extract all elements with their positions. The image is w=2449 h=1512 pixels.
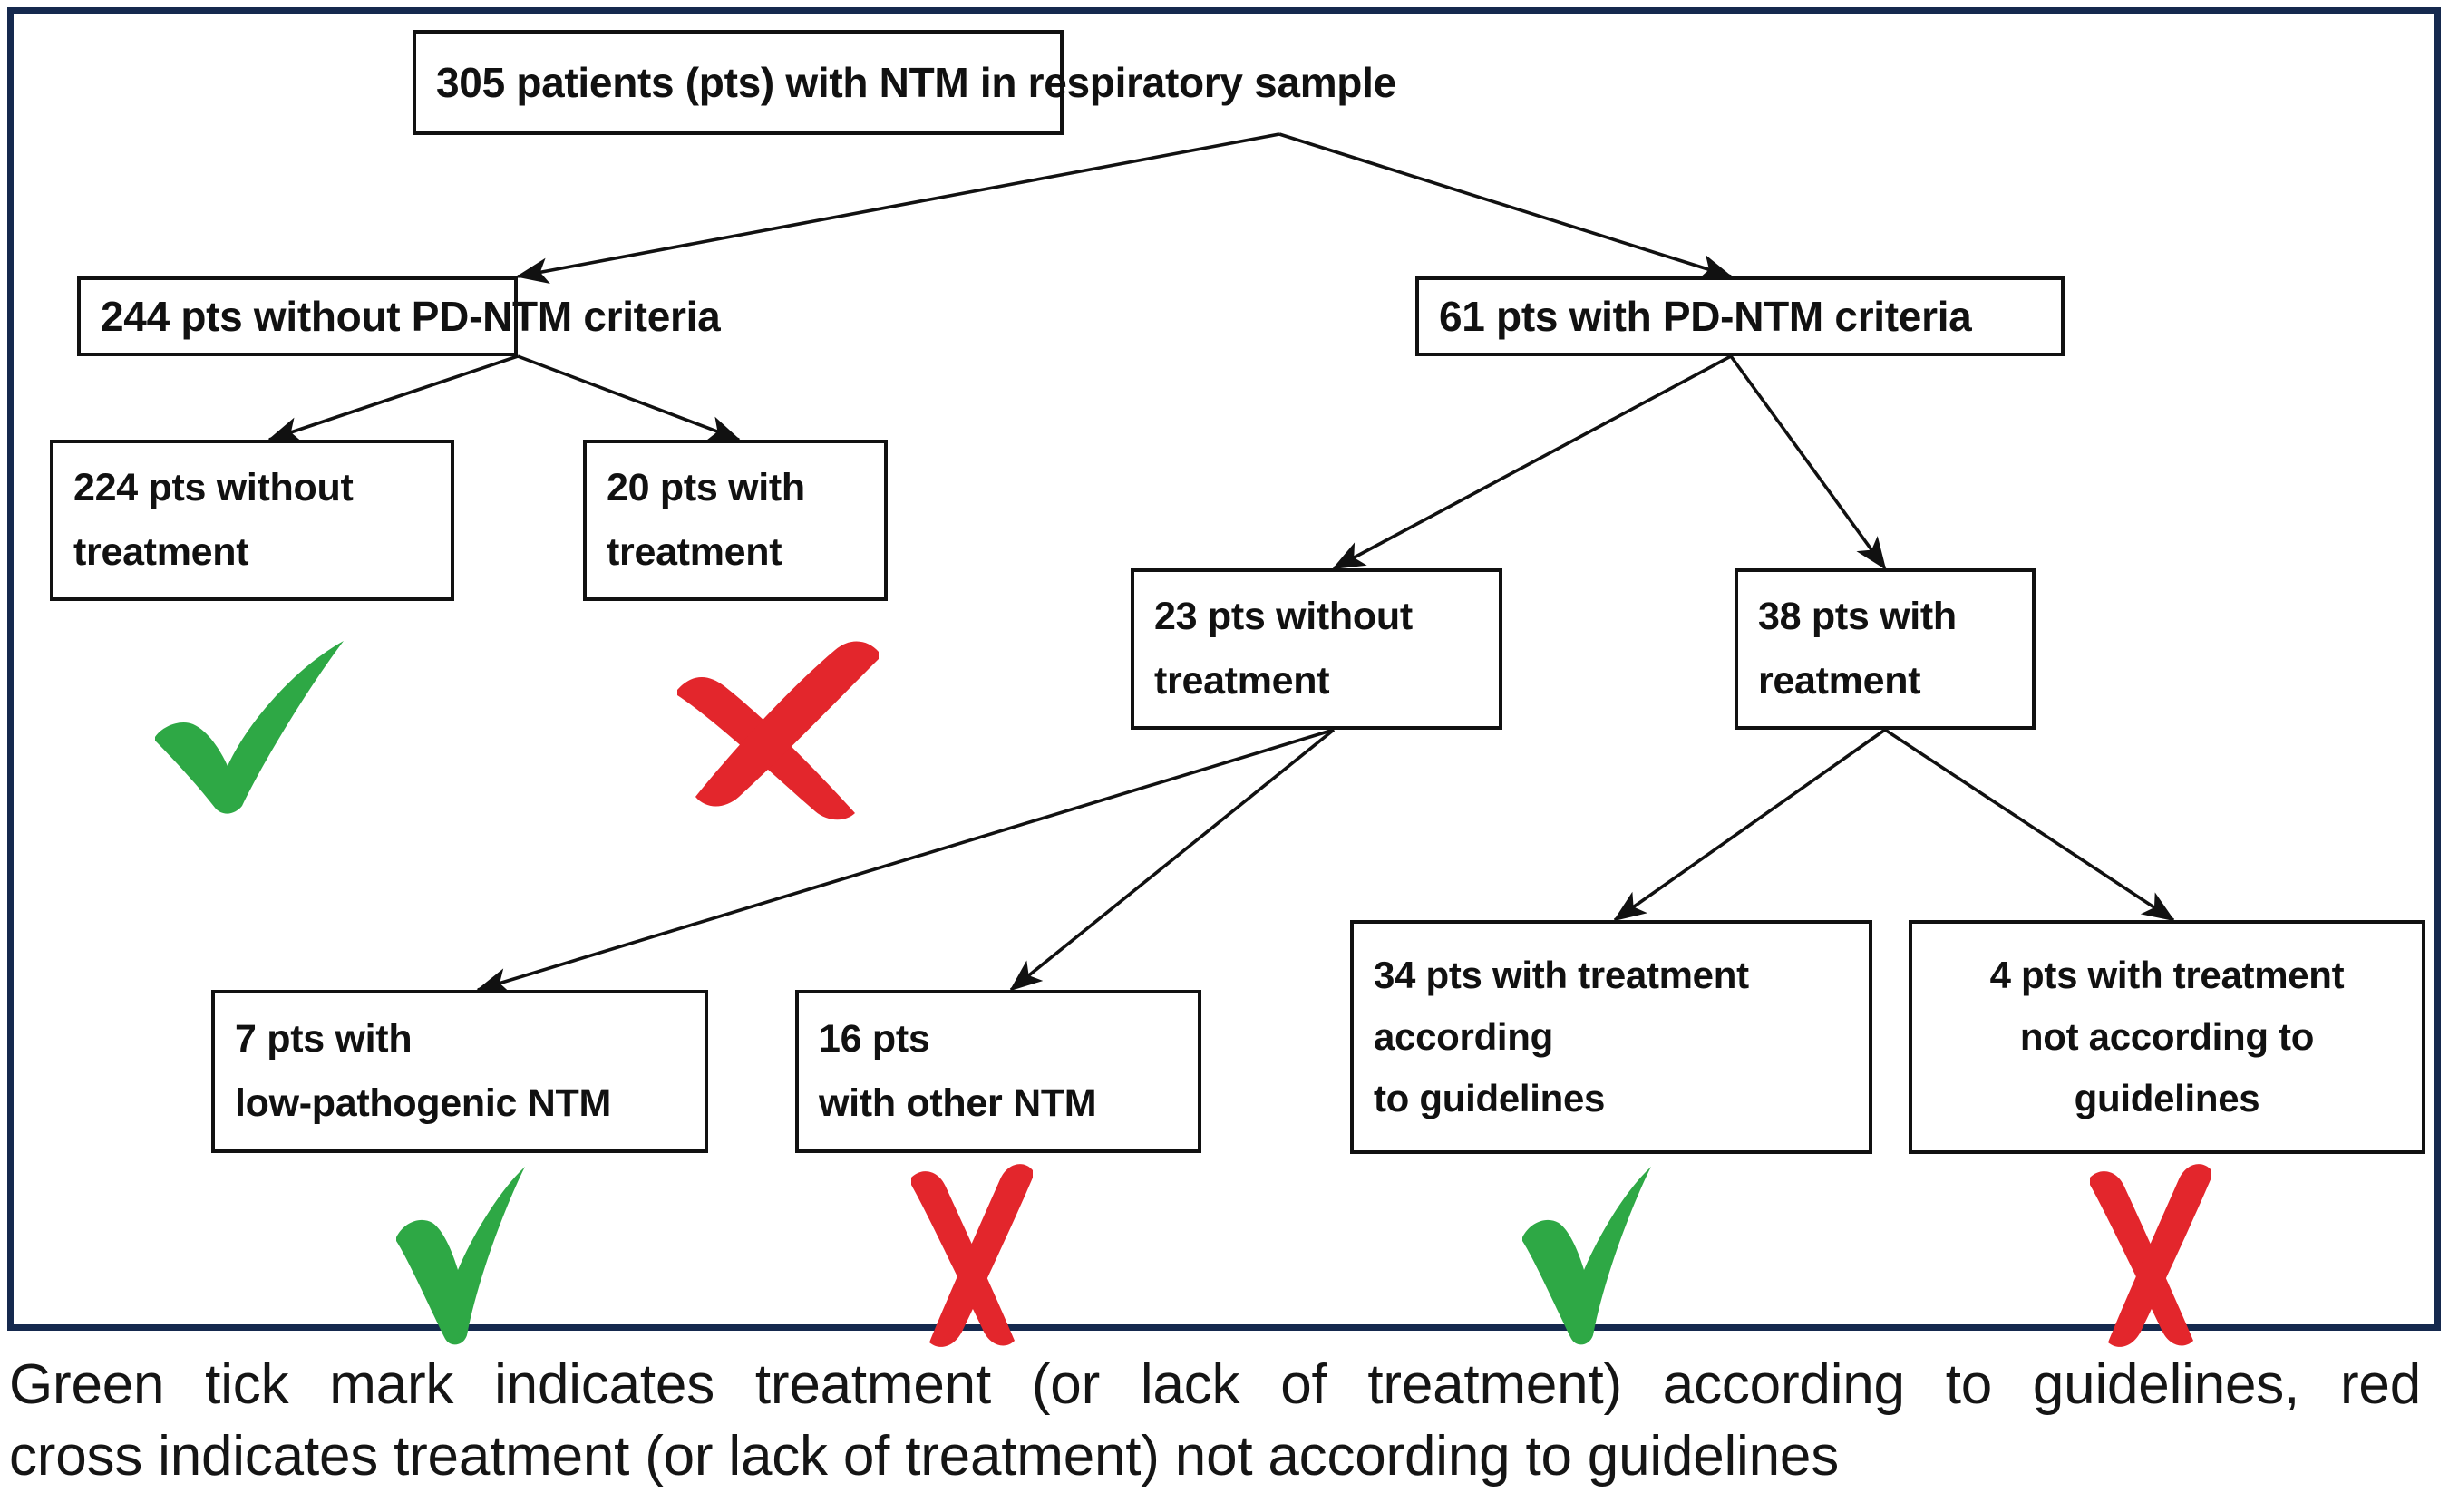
node-34-line-2: according	[1374, 1014, 1554, 1058]
figure-frame: 305 patients (pts) with NTM in respirato…	[7, 7, 2441, 1347]
node-with-pd-ntm-criteria[interactable]: 61 pts with PD-NTM criteria	[1415, 276, 2065, 356]
node-20-line-1: 20 pts with	[607, 466, 805, 510]
node-34-line-1: 34 pts with treatment	[1374, 953, 1749, 996]
node-4-line-3: guidelines	[2074, 1077, 2260, 1120]
node-38-line-2: reatment	[1758, 659, 1921, 703]
tick-icon-224-without-treatment	[141, 639, 367, 820]
node-20-line-2: treatment	[607, 530, 782, 574]
node-4-not-according-to-guidelines[interactable]: 4 pts with treatment not according to gu…	[1909, 920, 2425, 1154]
edge-38-to-34	[1613, 728, 1887, 922]
node-34-line-3: to guidelines	[1374, 1077, 1606, 1120]
node-root-line-1: 305 patients (pts) with NTM in respirato…	[436, 58, 1396, 106]
edge-61-to-23	[1332, 354, 1732, 570]
caption-line-1: Green tick mark indicates treatment (or …	[9, 1353, 2421, 1416]
node-16-line-1: 16 pts	[819, 1017, 930, 1061]
caption-line-2: cross indicates treatment (or lack of tr…	[9, 1425, 1839, 1488]
node-224-line-2: treatment	[73, 530, 249, 574]
figure-caption: Green tick mark indicates treatment (or …	[9, 1349, 2421, 1493]
node-root[interactable]: 305 patients (pts) with NTM in respirato…	[413, 30, 1396, 135]
node-4-line-1: 4 pts with treatment	[1989, 953, 2345, 996]
edge-61-to-38	[1729, 354, 1887, 570]
edge-root-to-61	[1278, 132, 1734, 280]
tick-icon-34-guidelines	[1510, 1163, 1673, 1352]
node-20-with-treatment[interactable]: 20 pts with treatment	[583, 440, 888, 601]
node-23-line-1: 23 pts without	[1154, 595, 1413, 639]
edge-root-to-244	[515, 132, 1280, 284]
node-7-line-2: low-pathogenic NTM	[235, 1081, 612, 1125]
cross-icon-16-other-ntm	[891, 1154, 1053, 1353]
node-16-other-ntm[interactable]: 16 pts with other NTM	[795, 990, 1201, 1153]
node-no-pd-ntm-criteria-line-1: 244 pts without PD-NTM criteria	[101, 292, 721, 340]
edge-23-to-16	[1009, 728, 1336, 992]
node-23-without-treatment[interactable]: 23 pts without treatment	[1131, 568, 1502, 730]
edge-38-to-4	[1884, 728, 2175, 922]
node-224-without-treatment[interactable]: 224 pts without treatment	[50, 440, 454, 601]
node-23-line-2: treatment	[1154, 659, 1330, 703]
node-34-according-to-guidelines[interactable]: 34 pts with treatment according to guide…	[1350, 920, 1872, 1154]
node-7-low-pathogenic-ntm[interactable]: 7 pts with low-pathogenic NTM	[211, 990, 708, 1153]
tick-icon-7-low-pathogenic	[384, 1163, 547, 1352]
node-7-line-1: 7 pts with	[235, 1017, 413, 1061]
node-38-line-1: 38 pts with	[1758, 595, 1957, 639]
node-no-pd-ntm-criteria[interactable]: 244 pts without PD-NTM criteria	[77, 276, 721, 356]
node-4-line-2: not according to	[2019, 1014, 2315, 1058]
node-224-line-1: 224 pts without	[73, 466, 354, 510]
node-16-line-2: with other NTM	[819, 1081, 1097, 1125]
edge-244-to-224	[267, 354, 519, 442]
cross-icon-4-not-guidelines	[2070, 1154, 2231, 1353]
cross-icon-20-with-treatment	[668, 635, 895, 824]
edge-23-to-7	[475, 728, 1335, 993]
node-with-pd-ntm-criteria-line-1: 61 pts with PD-NTM criteria	[1439, 292, 1972, 340]
edge-244-to-20	[517, 354, 742, 441]
node-38-with-treatment[interactable]: 38 pts with reatment	[1735, 568, 2036, 730]
